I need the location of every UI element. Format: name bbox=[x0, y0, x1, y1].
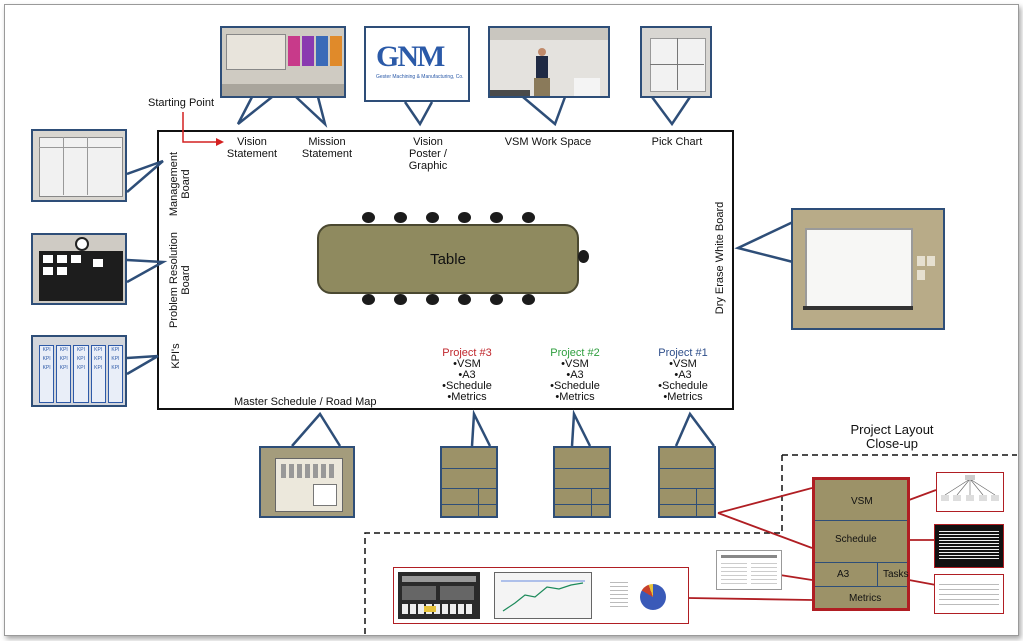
closeup-schedule-label: Schedule bbox=[835, 534, 877, 545]
metrics-line-chart-thumbnail bbox=[494, 572, 592, 619]
chair bbox=[522, 294, 535, 305]
dry-erase-board-photo bbox=[791, 208, 945, 330]
project-item: •A3 bbox=[566, 369, 584, 381]
project-title: Project #2 bbox=[550, 347, 600, 359]
closeup-tasks-label: Tasks bbox=[883, 569, 909, 580]
project2-board bbox=[553, 446, 611, 518]
project-item: •Schedule bbox=[550, 380, 600, 392]
starting-point-label: Starting Point bbox=[148, 97, 215, 109]
project-item: •A3 bbox=[458, 369, 476, 381]
connector-left bbox=[126, 159, 168, 376]
room-outline bbox=[157, 130, 734, 410]
project-item: •Schedule bbox=[442, 380, 492, 392]
chair bbox=[578, 250, 589, 263]
project-1: Project #1 •VSM •A3 •Schedule •Metrics bbox=[648, 347, 718, 403]
project-3: Project #3 •VSM •A3 •Schedule •Metrics bbox=[432, 347, 502, 403]
project-layout-closeup-title: Project Layout Close-up bbox=[850, 422, 934, 451]
vsm-diagram-thumbnail bbox=[936, 472, 1004, 512]
management-board-label: Management Board bbox=[168, 151, 192, 217]
table-label: Table bbox=[430, 250, 466, 268]
metrics-dashboard-thumbnail bbox=[398, 572, 480, 619]
vision-mission-photo bbox=[220, 26, 346, 98]
master-schedule-label: Master Schedule / Road Map bbox=[234, 396, 377, 408]
project-item: •VSM bbox=[561, 358, 589, 370]
pick-chart-label: Pick Chart bbox=[651, 136, 703, 148]
connector-vision-mission bbox=[236, 96, 692, 128]
meeting-table: Table bbox=[317, 224, 579, 294]
schedule-thumbnail bbox=[934, 524, 1004, 568]
project-item: •VSM bbox=[453, 358, 481, 370]
project1-board bbox=[658, 446, 716, 518]
closeup-vsm-label: VSM bbox=[851, 496, 873, 507]
chair bbox=[458, 212, 471, 223]
problem-resolution-board-photo bbox=[31, 233, 127, 305]
project-title: Project #3 bbox=[442, 347, 492, 359]
dry-erase-white-board-label: Dry Erase White Board bbox=[714, 201, 726, 315]
gnm-logo-subtext: Gester Machining & Manufacturing, Co. bbox=[376, 74, 464, 80]
project-item: •Metrics bbox=[555, 391, 595, 403]
chair bbox=[426, 294, 439, 305]
mission-statement-label: Mission Statement bbox=[301, 136, 353, 160]
closeup-metrics-label: Metrics bbox=[849, 593, 882, 604]
chair bbox=[490, 294, 503, 305]
chair bbox=[362, 294, 375, 305]
closeup-red-lines bbox=[687, 487, 937, 601]
project-item: •Metrics bbox=[663, 391, 703, 403]
connector-right bbox=[734, 220, 794, 264]
vision-statement-label: Vision Statement bbox=[226, 136, 278, 160]
starting-point-arrowhead bbox=[216, 138, 224, 146]
pick-chart-photo bbox=[640, 26, 712, 98]
kpis-label: KPI's bbox=[170, 343, 182, 369]
vision-poster-label: Vision Poster / Graphic bbox=[408, 136, 448, 172]
logo-callout: GNM Gester Machining & Manufacturing, Co… bbox=[364, 26, 470, 102]
metrics-pie-chart-thumbnail bbox=[606, 572, 684, 619]
chair bbox=[394, 212, 407, 223]
project-item: •Schedule bbox=[658, 380, 708, 392]
management-board-photo bbox=[31, 129, 127, 202]
tasks-thumbnail bbox=[934, 574, 1004, 614]
project-2: Project #2 •VSM •A3 •Schedule •Metrics bbox=[540, 347, 610, 403]
project3-board bbox=[440, 446, 498, 518]
a3-thumbnail bbox=[716, 550, 782, 590]
chair bbox=[458, 294, 471, 305]
vsm-work-space-label: VSM Work Space bbox=[504, 136, 592, 148]
problem-resolution-board-label: Problem Resolution Board bbox=[168, 232, 192, 328]
gnm-logo: GNM bbox=[376, 40, 445, 73]
closeup-a3-label: A3 bbox=[837, 569, 850, 580]
chair bbox=[362, 212, 375, 223]
vsm-workspace-photo bbox=[488, 26, 610, 98]
chair bbox=[490, 212, 503, 223]
starting-point-arrow bbox=[182, 112, 216, 143]
project-item: •VSM bbox=[669, 358, 697, 370]
chair bbox=[426, 212, 439, 223]
project-item: •A3 bbox=[674, 369, 692, 381]
project-item: •Metrics bbox=[447, 391, 487, 403]
master-schedule-photo bbox=[259, 446, 355, 518]
connector-bottom bbox=[291, 409, 715, 447]
project-title: Project #1 bbox=[658, 347, 708, 359]
chair bbox=[394, 294, 407, 305]
metrics-thumbnail-strip bbox=[393, 567, 689, 624]
closeup-board: VSM Schedule A3 Tasks Metrics bbox=[812, 477, 910, 611]
chair bbox=[522, 212, 535, 223]
